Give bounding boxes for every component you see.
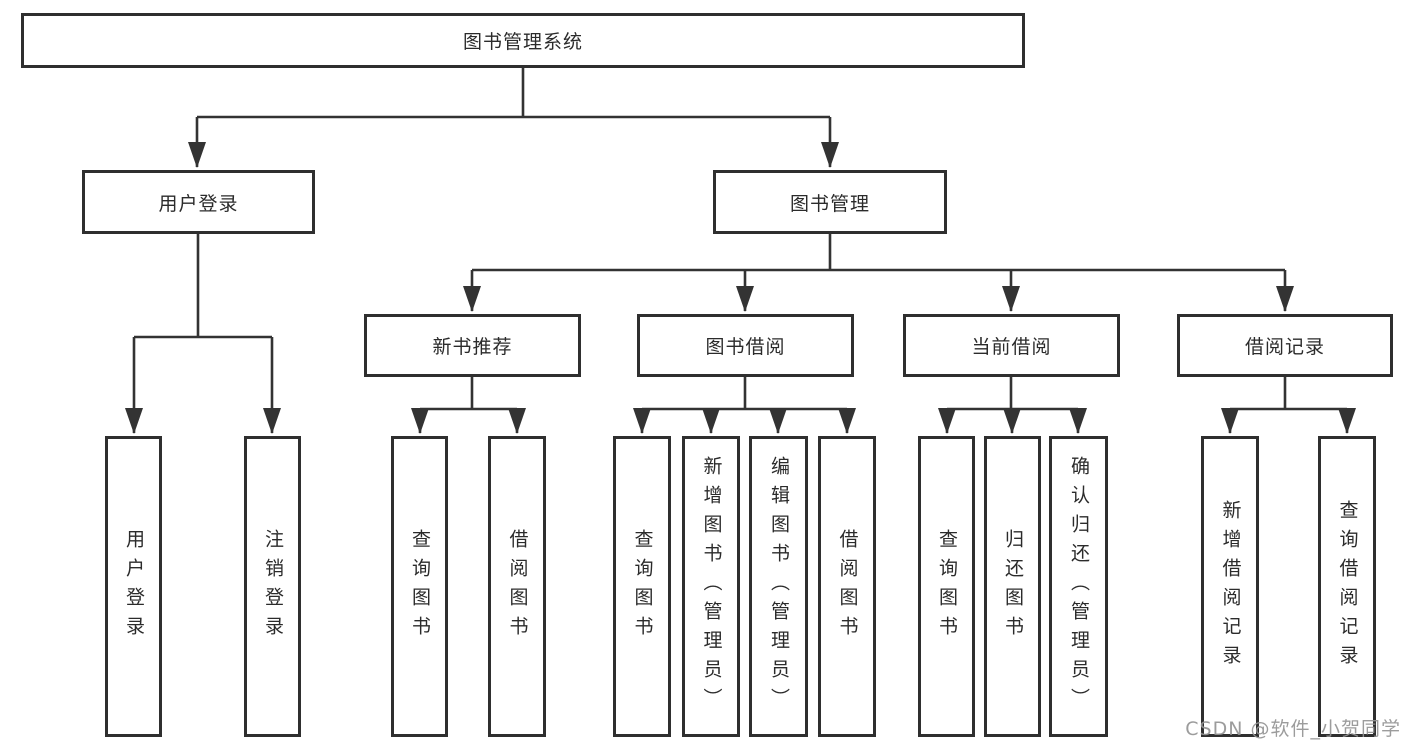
leaf-bb-borrow-books: 借阅图书 [818,436,876,737]
node-new-book-recommend: 新书推荐 [364,314,581,377]
leaf-cb-query-books: 查询图书 [918,436,975,737]
leaf-nb-borrow-books: 借阅图书 [488,436,546,737]
leaf-cb-confirm-return-admin: 确认归还（管理员） [1049,436,1108,737]
leaf-bb-edit-books-admin: 编辑图书（管理员） [749,436,808,737]
node-book-borrow: 图书借阅 [637,314,854,377]
leaf-br-add-record: 新增借阅记录 [1201,436,1259,737]
leaf-logout: 注销登录 [244,436,301,737]
watermark: CSDN @软件_小贺同学 [1185,718,1401,740]
leaf-cb-return-books: 归还图书 [984,436,1041,737]
node-user-login-group: 用户登录 [82,170,315,234]
node-book-management: 图书管理 [713,170,947,234]
leaf-bb-add-books-admin: 新增图书（管理员） [682,436,740,737]
leaf-bb-query-books: 查询图书 [613,436,671,737]
leaf-br-query-record: 查询借阅记录 [1318,436,1376,737]
node-borrow-records: 借阅记录 [1177,314,1393,377]
node-root: 图书管理系统 [21,13,1025,68]
leaf-nb-query-books: 查询图书 [391,436,448,737]
leaf-user-login: 用户登录 [105,436,162,737]
node-current-borrow: 当前借阅 [903,314,1120,377]
